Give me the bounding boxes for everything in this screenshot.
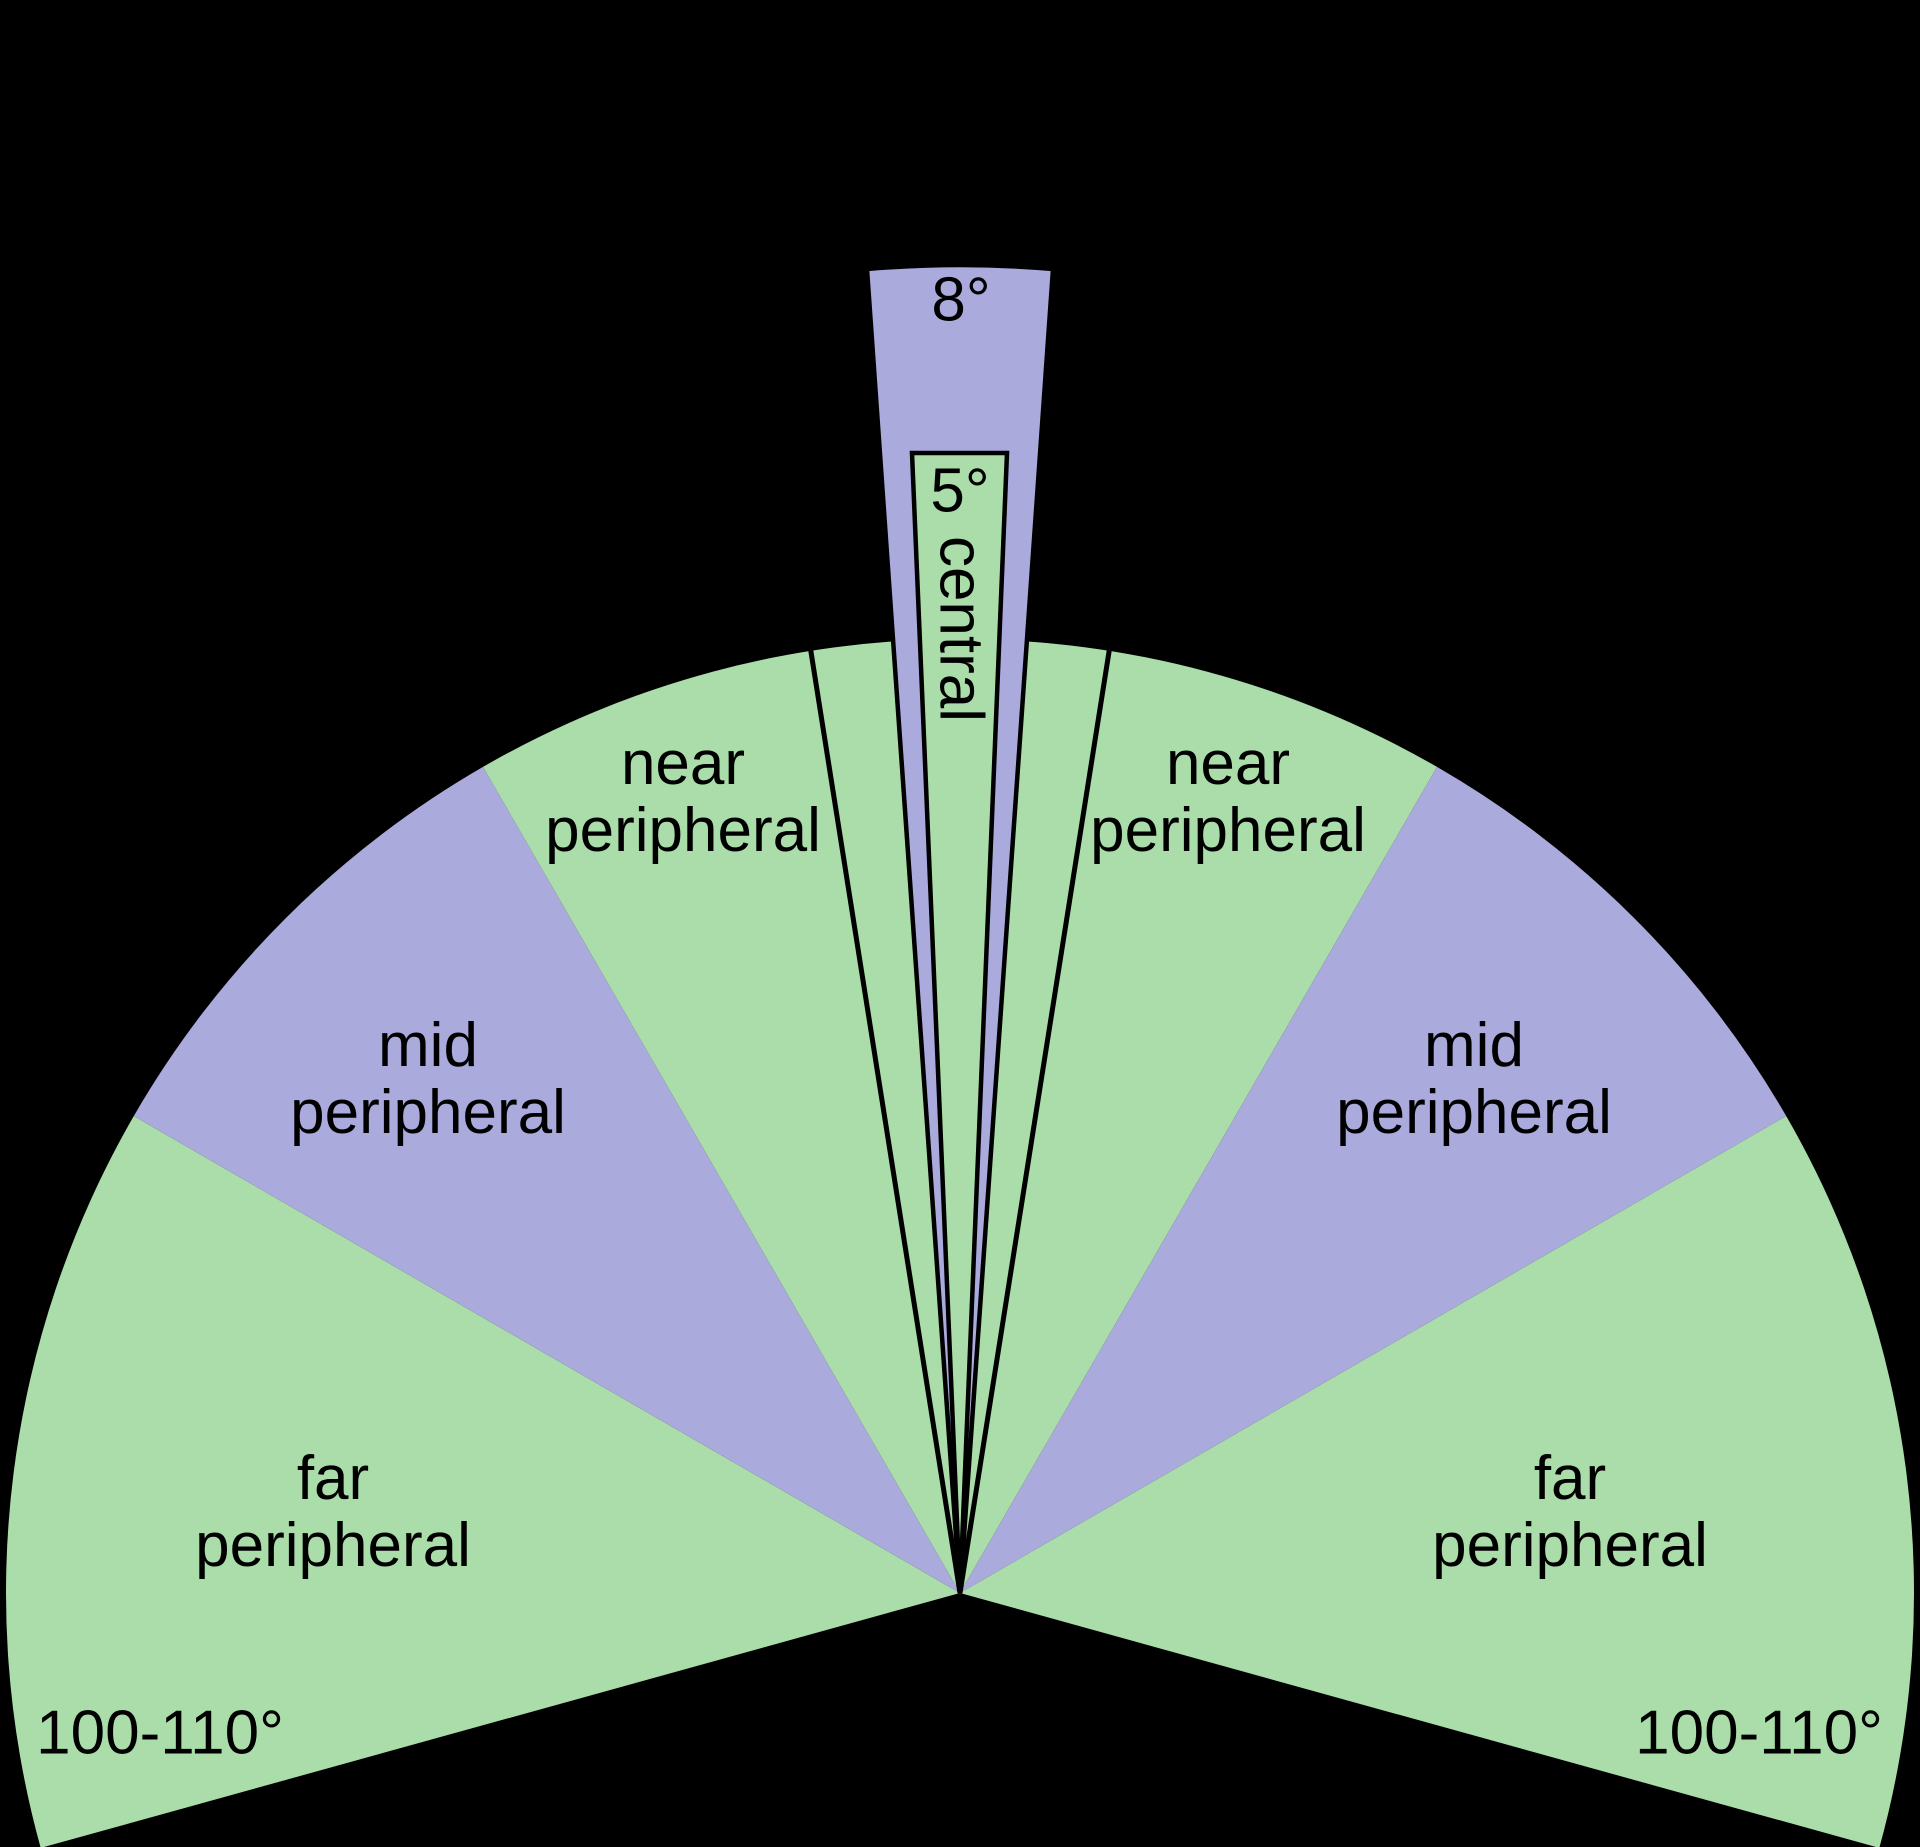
mid-peripheral-sector-left bbox=[133, 766, 961, 1593]
field-range-label-right: 100-110° bbox=[1635, 1698, 1883, 1768]
near-peripheral-label-left: near peripheral bbox=[545, 730, 821, 864]
mid-peripheral-label-left-line1: mid bbox=[378, 1011, 478, 1080]
mid-peripheral-label-right-line2: peripheral bbox=[1336, 1078, 1612, 1147]
near-peripheral-label-left-line1: near bbox=[620, 729, 746, 798]
far-peripheral-label-left: far peripheral bbox=[195, 1445, 471, 1579]
near-peripheral-label-right: near peripheral bbox=[1090, 730, 1366, 864]
far-peripheral-sector-left bbox=[6, 1116, 960, 1847]
mid-peripheral-sector-right bbox=[960, 766, 1787, 1593]
central-region-label: central bbox=[926, 535, 996, 723]
macular-boundary-line-right bbox=[957, 650, 1112, 1594]
central-angle-label: 5° bbox=[930, 456, 990, 526]
mid-peripheral-label-right: mid peripheral bbox=[1336, 1012, 1612, 1146]
macular-boundary-line-left bbox=[808, 650, 963, 1594]
far-peripheral-label-right-line2: peripheral bbox=[1432, 1511, 1708, 1580]
far-peripheral-sector-right bbox=[960, 1116, 1914, 1847]
mid-peripheral-label-right-line1: mid bbox=[1424, 1011, 1524, 1080]
near-peripheral-label-left-line2: peripheral bbox=[545, 796, 821, 865]
near-peripheral-label-right-line1: near bbox=[1165, 729, 1291, 798]
central-wedge bbox=[909, 450, 1010, 1594]
far-peripheral-label-right-line1: far bbox=[1533, 1444, 1607, 1513]
far-peripheral-label-left-line2: peripheral bbox=[195, 1511, 471, 1580]
field-range-label-left: 100-110° bbox=[36, 1698, 284, 1768]
far-peripheral-label-left-line1: far bbox=[296, 1444, 370, 1513]
paracentral-angle-label: 8° bbox=[931, 265, 991, 335]
near-peripheral-label-right-line2: peripheral bbox=[1090, 796, 1366, 865]
mid-peripheral-label-left: mid peripheral bbox=[290, 1012, 566, 1146]
mid-peripheral-label-left-line2: peripheral bbox=[290, 1078, 566, 1147]
far-peripheral-label-right: far peripheral bbox=[1432, 1445, 1708, 1579]
